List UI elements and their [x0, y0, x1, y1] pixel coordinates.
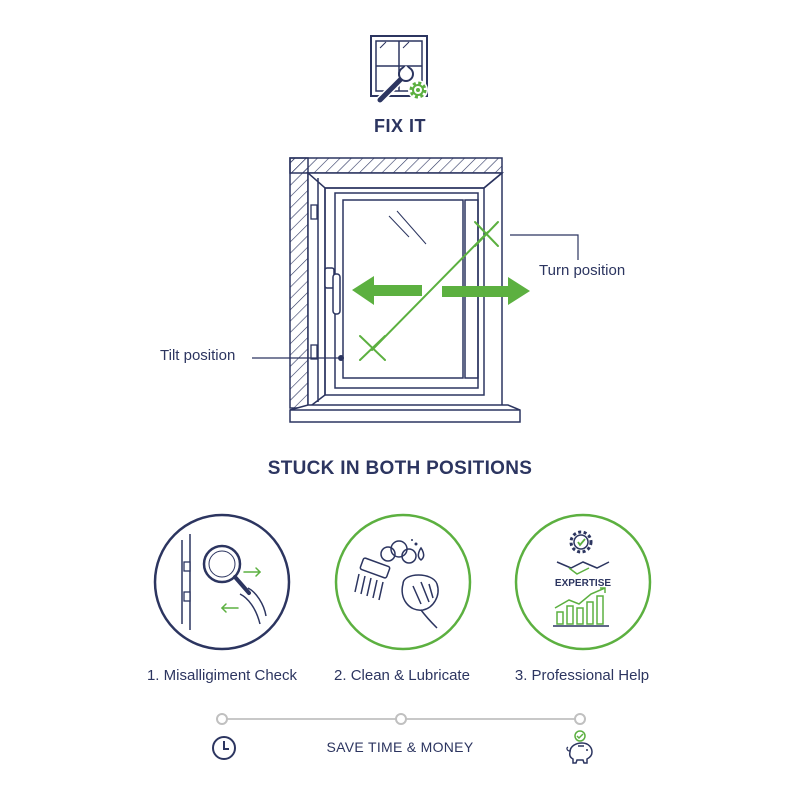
page-title: FIX IT: [374, 116, 426, 136]
footer-label: SAVE TIME & MONEY: [326, 739, 474, 755]
tilt-position-label: Tilt position: [160, 347, 236, 364]
glass-reflection: [388, 210, 427, 245]
wall-hatch: [289, 157, 503, 409]
window-diagram: [252, 157, 579, 423]
callout-lines: [252, 234, 579, 359]
timeline: [216, 713, 586, 725]
step-2-label: 2. Clean & Lubricate: [334, 667, 470, 684]
hinges: [310, 204, 318, 360]
section-title: STUCK IN BOTH POSITIONS: [267, 458, 533, 479]
expertise-icon: EXPERTISE: [514, 513, 652, 651]
window-sill: [289, 404, 521, 423]
diagonal-axis: [359, 221, 499, 361]
tilt-turn-arrows: [352, 276, 530, 305]
piggy-bank-icon: [566, 730, 593, 764]
step-1-label: 1. Misalligiment Check: [146, 667, 298, 684]
clock-icon: [212, 736, 236, 760]
brush-cloth-icon: [334, 513, 472, 651]
turn-position-label: Turn position: [539, 262, 626, 279]
expertise-badge: EXPERTISE: [555, 578, 611, 589]
window-handle: [324, 267, 341, 315]
step-3-label: 3. Professional Help: [514, 667, 650, 684]
window-wrench-gear-icon: [370, 35, 428, 104]
magnifier-hinge-icon: [153, 513, 291, 651]
